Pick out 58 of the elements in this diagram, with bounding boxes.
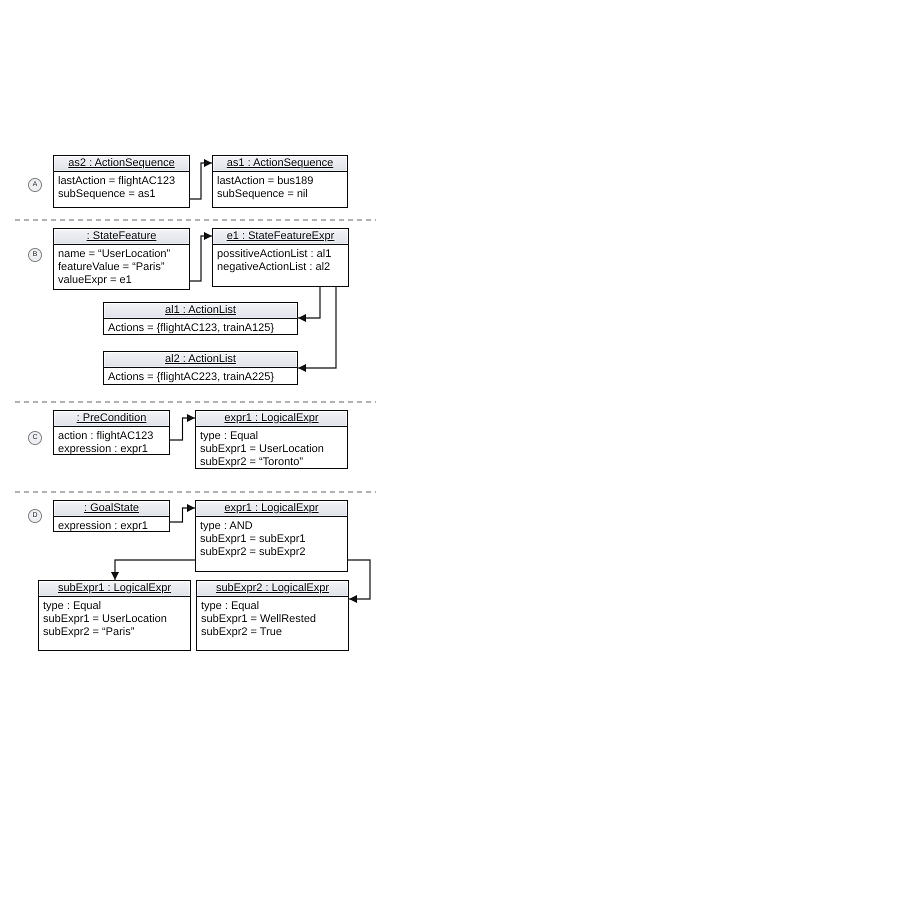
attribute-text: lastAction = flightAC123 [58,175,176,188]
attribute-text: subExpr2 = True [201,626,284,639]
attribute-text: subExpr2 = “Paris” [43,626,136,639]
attribute-text: valueExpr = e1 [58,274,133,287]
object-name: subExpr1 : LogicalExpr [39,581,190,597]
object-box [212,228,349,287]
attribute-text: subSequence = nil [217,188,309,201]
object-name: : PreCondition [54,411,169,427]
attribute-text: lastAction = bus189 [217,175,314,188]
object-box [53,228,190,290]
object-name: expr1 : LogicalExpr [196,411,347,427]
attribute-text: type : AND [200,520,254,533]
attribute-text: Actions = {flightAC123, trainA125} [108,322,276,335]
arrow [190,159,212,200]
object-box [38,580,191,651]
arrow [170,504,195,523]
arrow [170,414,195,441]
attribute-text: subExpr1 = WellRested [201,613,318,626]
arrow [111,559,195,580]
attribute-text: name = “UserLocation” [58,248,172,261]
object-name: al2 : ActionList [104,352,297,368]
attribute-text: subExpr1 = UserLocation [43,613,168,626]
object-name: al1 : ActionList [104,303,297,319]
attribute-text: type : Equal [201,600,260,613]
arrow [298,287,337,372]
object-name: : GoalState [54,501,169,517]
object-box [195,410,348,469]
object-box [53,500,170,532]
object-name: expr1 : LogicalExpr [196,501,347,517]
object-name: as2 : ActionSequence [54,156,189,172]
object-box [53,155,190,208]
attribute-text: subExpr2 = “Toronto” [200,456,304,469]
object-box [103,351,298,385]
attribute-text: subExpr1 = UserLocation [200,443,325,456]
attribute-text: subExpr2 = subExpr2 [200,546,306,559]
arrow [298,287,321,322]
attribute-text: subSequence = as1 [58,188,157,201]
attribute-text: possitiveActionList : al1 [217,248,332,261]
object-box [212,155,348,208]
object-box [195,500,348,572]
object-box [53,410,170,455]
object-box [196,580,349,651]
attribute-text: action : flightAC123 [58,430,154,443]
object-name: : StateFeature [54,229,189,245]
object-name: e1 : StateFeatureExpr [213,229,348,245]
attribute-text: subExpr1 = subExpr1 [200,533,306,546]
attribute-text: negativeActionList : al2 [217,261,332,274]
object-box [103,302,298,335]
arrow [348,559,371,603]
attribute-text: expression : expr1 [58,443,149,456]
arrow [190,232,212,282]
attribute-text: Actions = {flightAC223, trainA225} [108,371,276,384]
object-name: subExpr2 : LogicalExpr [197,581,348,597]
attribute-text: type : Equal [200,430,260,443]
attribute-text: type : Equal [43,600,102,613]
object-name: as1 : ActionSequence [213,156,347,172]
attribute-text: expression : expr1 [58,520,149,533]
attribute-text: featureValue = “Paris” [58,261,166,274]
